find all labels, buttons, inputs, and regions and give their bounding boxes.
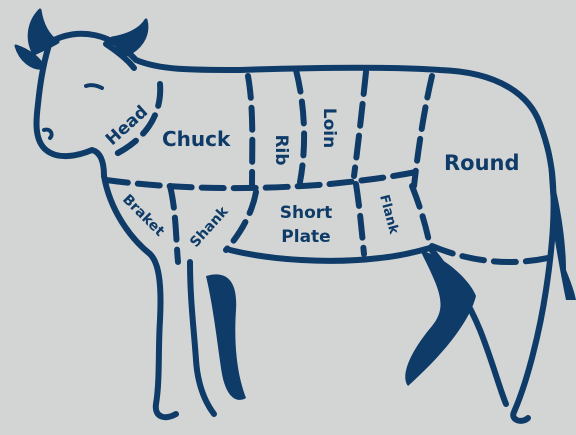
cow-body-outline xyxy=(47,30,557,424)
round-lower-line xyxy=(429,243,551,265)
head-chuck-line xyxy=(109,81,164,159)
cut-label-flank: Flank xyxy=(376,193,401,236)
midline xyxy=(103,169,419,192)
shadow-fills xyxy=(206,160,576,400)
cut-label-loin: Loin xyxy=(319,108,339,148)
hind-leg-shadow xyxy=(405,250,476,386)
cut-lines xyxy=(103,67,551,265)
loin-round-line-2 xyxy=(411,73,435,189)
cow-eye xyxy=(84,83,104,90)
cut-label-short-plate-line1: Short xyxy=(280,203,333,223)
front-leg-shadow xyxy=(206,274,246,400)
plate-flank-line xyxy=(353,181,367,257)
belly-outline xyxy=(227,245,433,264)
cut-label-short-plate-line2: Plate xyxy=(281,227,330,247)
cow-head-outline xyxy=(33,39,107,179)
cow-nostril xyxy=(42,127,54,140)
right-ear xyxy=(103,41,137,71)
rib-loin-line xyxy=(293,67,308,185)
cut-label-round: Round xyxy=(444,151,520,175)
flank-round-line xyxy=(409,183,433,249)
loin-round-line xyxy=(351,69,369,179)
cut-label-head: Head xyxy=(102,102,152,150)
cut-label-shank: Shank xyxy=(187,203,232,250)
chuck-rib-line xyxy=(245,73,256,189)
cut-label-chuck: Chuck xyxy=(162,127,231,151)
left-horn xyxy=(27,8,60,56)
shank-plate-line xyxy=(223,189,259,253)
cut-label-rib: Rib xyxy=(271,134,291,165)
chest-outline xyxy=(101,173,179,421)
tail xyxy=(548,160,576,300)
front-leg-right xyxy=(187,259,217,417)
brisket-shank-line xyxy=(167,183,181,265)
